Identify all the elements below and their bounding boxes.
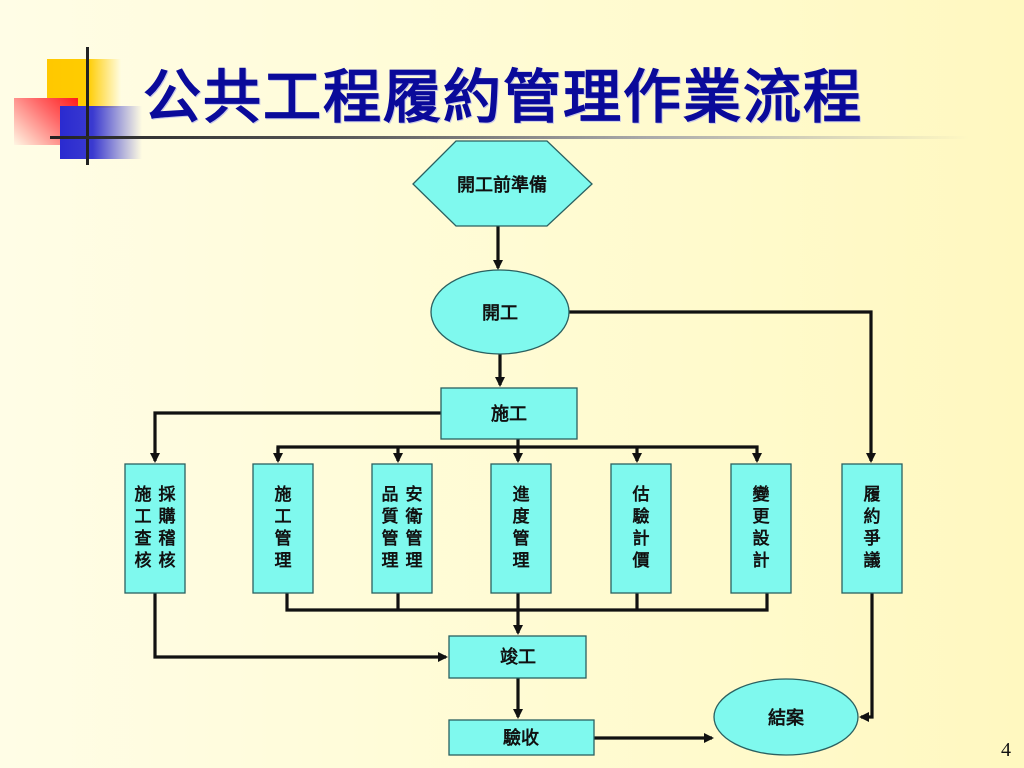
node-schedule[interactable]: 進度管理	[490, 463, 552, 594]
node-change-design-label: 變更設計	[753, 484, 771, 571]
node-construction-label: 施工	[491, 403, 527, 425]
node-completion-label: 竣工	[500, 646, 536, 668]
node-closure[interactable]: 結案	[713, 678, 859, 756]
connector-bottom-bus	[285, 593, 769, 612]
node-construction-management[interactable]: 施工管理	[252, 463, 314, 594]
node-start[interactable]: 開工	[430, 269, 570, 355]
connectors	[150, 226, 876, 743]
node-procurement-audit-label-right: 採購稽核	[159, 484, 177, 571]
page-number: 4	[1001, 739, 1011, 761]
node-valuation[interactable]: 估驗計價	[610, 463, 672, 594]
node-quality-safety-label-left: 品質管理	[382, 485, 399, 571]
node-prep-label: 開工前準備	[457, 174, 547, 196]
node-start-label: 開工	[482, 303, 518, 324]
decoration-vertical-line	[86, 47, 89, 165]
connector-audit-to-completion	[153, 593, 448, 662]
node-prep[interactable]: 開工前準備	[412, 140, 593, 227]
node-closure-label: 結案	[768, 707, 805, 729]
decoration-blue-square	[60, 106, 142, 159]
node-valuation-label: 估驗計價	[632, 484, 651, 571]
node-dispute[interactable]: 履約爭議	[841, 463, 903, 594]
node-acceptance-label: 驗收	[503, 727, 539, 749]
slide-title: 公共工程履約管理作業流程	[143, 63, 864, 131]
node-schedule-label: 進度管理	[513, 485, 531, 571]
node-dispute-label: 履約爭議	[864, 485, 881, 571]
connector-dispute-to-closure	[859, 593, 874, 722]
connector-start-to-dispute	[568, 310, 876, 463]
node-quality-safety-label-right: 安衛管理	[405, 484, 423, 571]
node-change-design[interactable]: 變更設計	[730, 463, 792, 594]
node-completion[interactable]: 竣工	[448, 635, 587, 679]
title-underline	[50, 136, 970, 139]
connector-construction-to-audit	[150, 411, 441, 463]
node-construction[interactable]: 施工	[440, 387, 578, 440]
node-acceptance[interactable]: 驗收	[448, 719, 595, 756]
node-procurement-audit-label-left: 施工查核	[134, 484, 153, 571]
node-construction-management-label: 施工管理	[275, 484, 292, 571]
